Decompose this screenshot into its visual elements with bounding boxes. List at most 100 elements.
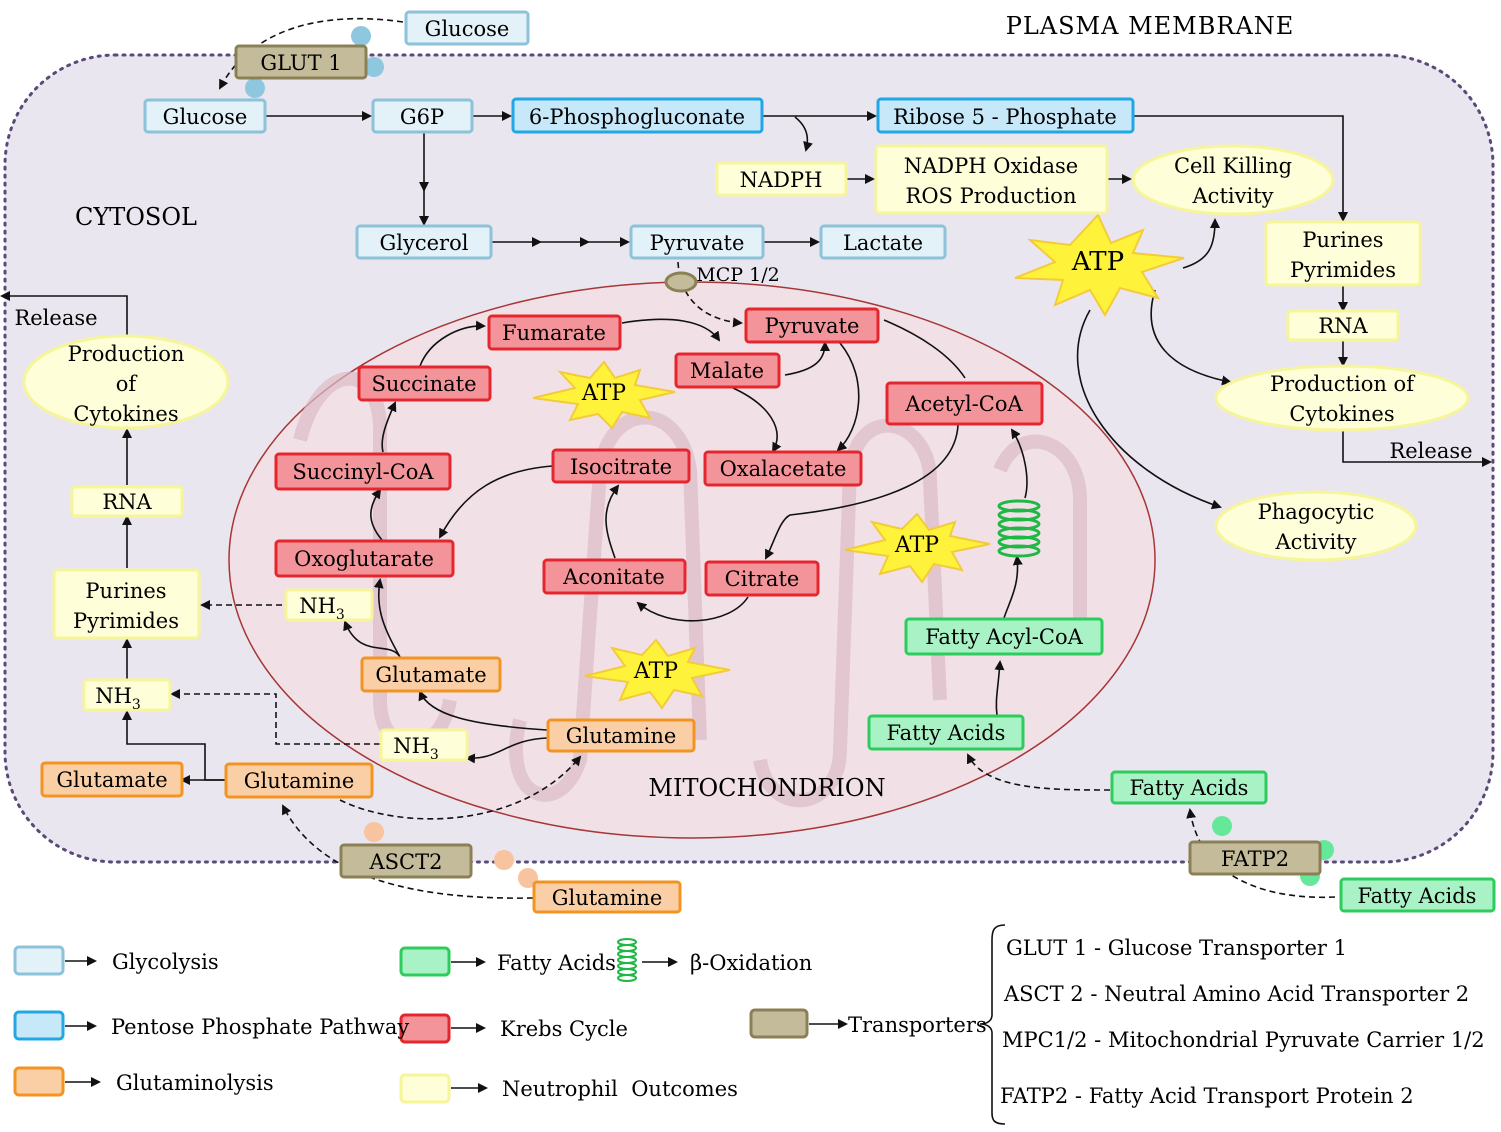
glucose-external-box: Glucose (404, 10, 530, 46)
svg-text:6-Phosphogluconate: 6-Phosphogluconate (529, 105, 745, 129)
atp-glutamine-label: ATP (633, 659, 678, 684)
svg-text:ASCT2: ASCT2 (369, 850, 443, 874)
glutamine-cytosol-box: Glutamine (224, 762, 374, 799)
purines-left-box: Purines Pyrimides (52, 568, 201, 640)
fumarate-box: Fumarate (487, 314, 622, 351)
svg-text:Oxalacetate: Oxalacetate (720, 457, 847, 481)
svg-text:Fatty Acids: Fatty Acids (1358, 884, 1477, 908)
svg-text:Malate: Malate (690, 359, 764, 383)
legend-glutaminolysis: Glutaminolysis (116, 1071, 274, 1095)
svg-text:Activity: Activity (1275, 530, 1357, 554)
cytosol-label: CYTOSOL (75, 203, 197, 231)
svg-text:Cell Killing: Cell Killing (1174, 154, 1292, 178)
legend-abbrev-asct2: ASCT 2 - Neutral Amino Acid Transporter … (1003, 982, 1469, 1006)
svg-text:Citrate: Citrate (725, 567, 800, 591)
legend-ppp: Pentose Phosphate Pathway (111, 1015, 409, 1039)
svg-text:Purines: Purines (1302, 228, 1383, 252)
svg-text:of: of (116, 372, 139, 396)
svg-text:ROS Production: ROS Production (906, 184, 1077, 208)
atp-krebs: ATP (532, 360, 676, 430)
svg-text:Aconitate: Aconitate (562, 565, 665, 589)
svg-text:Fatty Acyl-CoA: Fatty Acyl-CoA (925, 625, 1083, 649)
succinate-box: Succinate (357, 365, 492, 402)
ribose-5-phosphate-box: Ribose 5 - Phosphate (876, 97, 1135, 134)
svg-text:Isocitrate: Isocitrate (570, 455, 672, 479)
cytokines-right-ellipse: Production of Cytokines (1214, 364, 1470, 432)
svg-text:NH3: NH3 (393, 734, 439, 763)
asct2-transporter: ASCT2 (339, 843, 473, 879)
legend-transporters: Transporters (848, 1013, 987, 1037)
svg-text:NADPH: NADPH (740, 168, 823, 192)
glucose-box: Glucose (143, 98, 267, 134)
svg-text:Fumarate: Fumarate (502, 321, 606, 345)
cell-killing-ellipse: Cell Killing Activity (1131, 144, 1335, 216)
svg-text:Glutamine: Glutamine (552, 886, 663, 910)
legend-abbrev-fatp2: FATP2 - Fatty Acid Transport Protein 2 (1000, 1084, 1414, 1108)
legend-fatty-acids: Fatty Acids (497, 951, 616, 975)
glutamate-mito-box: Glutamate (360, 656, 502, 693)
release-left-label: Release (14, 306, 97, 330)
svg-text:Purines: Purines (85, 579, 166, 603)
svg-text:Production of: Production of (1270, 372, 1416, 396)
g6p-box: G6P (371, 98, 474, 134)
beta-oxidation-coil-icon (997, 499, 1041, 558)
legend-krebs: Krebs Cycle (500, 1017, 628, 1041)
svg-text:RNA: RNA (102, 490, 152, 514)
glutamine-mito-box: Glutamine (546, 718, 696, 753)
svg-text:Glutamate: Glutamate (375, 663, 486, 687)
lactate-box: Lactate (819, 224, 947, 260)
svg-text:Oxoglutarate: Oxoglutarate (294, 547, 434, 571)
atp-fatty-label: ATP (894, 533, 939, 558)
acetyl-coa-box: Acetyl-CoA (885, 381, 1044, 426)
plasma-membrane-label: PLASMA MEMBRANE (1006, 12, 1295, 40)
svg-text:Cytokines: Cytokines (1289, 402, 1394, 426)
oxoglutarate-box: Oxoglutarate (274, 539, 455, 578)
svg-text:GLUT 1: GLUT 1 (260, 51, 341, 75)
mcp-label: MCP 1/2 (696, 264, 779, 286)
svg-text:Phagocytic: Phagocytic (1258, 500, 1375, 524)
svg-text:Activity: Activity (1192, 184, 1274, 208)
svg-text:NH3: NH3 (299, 594, 345, 623)
phagocytic-ellipse: Phagocytic Activity (1214, 490, 1418, 562)
svg-text:Pyrimides: Pyrimides (1290, 258, 1396, 282)
legend-coil-icon (617, 938, 637, 982)
svg-text:Ribose 5 - Phosphate: Ribose 5 - Phosphate (893, 105, 1117, 129)
atp-large-label: ATP (1071, 247, 1124, 277)
svg-text:Fatty Acids: Fatty Acids (1130, 776, 1249, 800)
svg-text:FATP2: FATP2 (1221, 847, 1289, 871)
fatty-acids-mito-box: Fatty Acids (867, 714, 1025, 751)
svg-text:Glutamine: Glutamine (244, 769, 355, 793)
legend (13, 924, 1006, 1125)
svg-text:Fatty Acids: Fatty Acids (887, 721, 1006, 745)
svg-text:Pyruvate: Pyruvate (765, 314, 860, 338)
mcp-transporter (664, 271, 698, 293)
fatty-acids-cytosol-box: Fatty Acids (1110, 770, 1268, 805)
release-right-label: Release (1389, 439, 1472, 463)
legend-abbrev-mpc: MPC1/2 - Mitochondrial Pyruvate Carrier … (1002, 1028, 1485, 1052)
glut1-transporter: GLUT 1 (234, 44, 368, 80)
phosphogluconate-box: 6-Phosphogluconate (511, 97, 764, 134)
legend-neutrophil: Neutrophil Outcomes (502, 1077, 738, 1101)
svg-text:Glycerol: Glycerol (380, 231, 469, 255)
mitochondrion-label: MITOCHONDRION (648, 774, 885, 802)
svg-text:Glutamine: Glutamine (566, 724, 677, 748)
pyruvate-mito-box: Pyruvate (744, 307, 880, 344)
cytokines-left-ellipse: Production of Cytokines (22, 334, 230, 430)
rna-left-box: RNA (70, 485, 184, 518)
svg-text:Succinate: Succinate (371, 372, 476, 396)
nadph-oxidase-box: NADPH Oxidase ROS Production (874, 144, 1109, 215)
nh3-mito-lower-box: NH3 (379, 728, 469, 763)
svg-text:Glucose: Glucose (163, 105, 248, 129)
oxalacetate-box: Oxalacetate (703, 450, 863, 487)
svg-text:Pyrimides: Pyrimides (73, 609, 179, 633)
malate-box: Malate (674, 352, 781, 389)
svg-text:NADPH Oxidase: NADPH Oxidase (904, 154, 1078, 178)
isocitrate-box: Isocitrate (551, 448, 691, 484)
fatty-acyl-coa-box: Fatty Acyl-CoA (904, 617, 1104, 656)
svg-text:RNA: RNA (1318, 314, 1368, 338)
purines-right-box: Purines Pyrimides (1264, 220, 1422, 287)
rna-right-box: RNA (1286, 309, 1400, 342)
legend-abbrev-glut1: GLUT 1 - Glucose Transporter 1 (1006, 936, 1347, 960)
atp-krebs-label: ATP (581, 381, 626, 406)
